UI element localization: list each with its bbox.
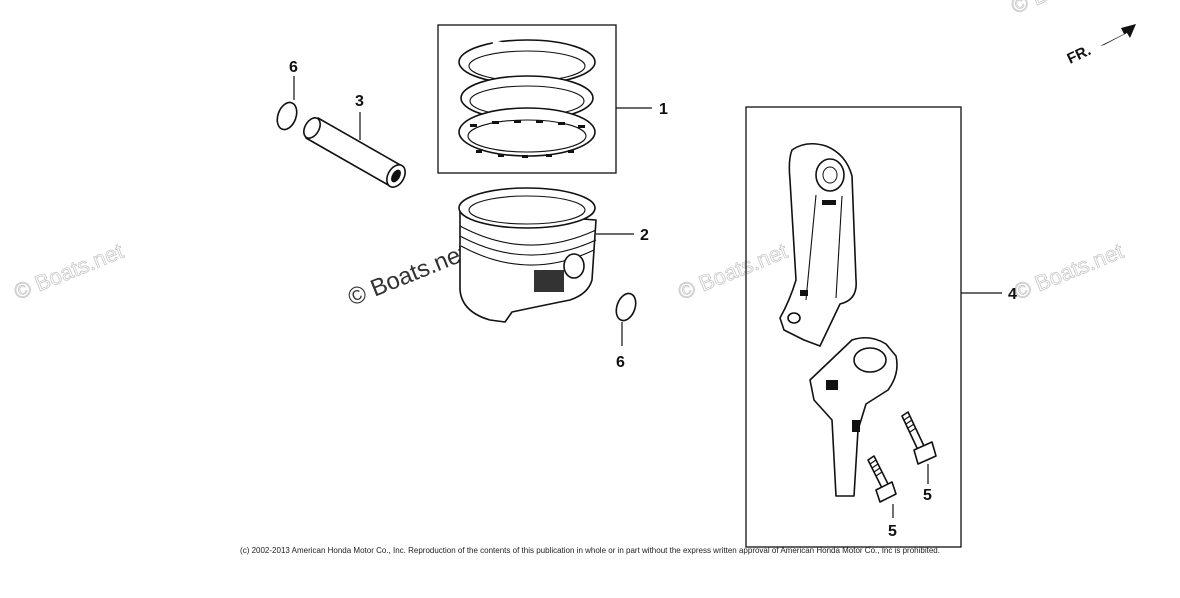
watermark-center-right: © Boats.net [675,238,791,304]
fr-label: FR. [1065,42,1094,68]
rod-assembly-box [745,106,962,548]
watermark-far-right: © Boats.net [1008,0,1124,19]
callout-6-top: 6 [289,59,298,76]
rod-bolt-right[interactable] [901,411,937,484]
callout-5-left: 5 [888,523,897,540]
piston-ring-set[interactable] [437,24,652,174]
connecting-rod [779,142,857,347]
callout-5-right: 5 [923,487,932,504]
rod-bolt-left[interactable] [867,455,897,518]
arrow-right-up-icon [1100,24,1136,46]
copyright-notice: (c) 2002-2013 American Honda Motor Co., … [240,546,940,555]
callout-4: 4 [1008,286,1017,303]
oil-ring [458,107,596,157]
piston-pin-boss [534,253,585,292]
pin-clip-bottom[interactable] [613,291,639,346]
callout-3: 3 [355,93,364,110]
callout-1: 1 [659,101,668,118]
piston-crown [458,187,596,229]
piston-pin[interactable] [300,112,408,190]
piston-skirt [459,209,597,323]
callout-2: 2 [640,227,649,244]
connecting-rod-assembly[interactable] [745,106,1002,548]
ring-set-box [437,24,617,174]
callout-labels: 1 2 3 4 5 5 6 6 [289,59,1017,540]
watermark-right: © Boats.net [1011,238,1127,304]
pin-clip-top[interactable] [274,76,300,132]
rod-cap [809,336,898,497]
piston[interactable] [458,187,634,323]
watermark-center: © Boats.net [344,239,471,311]
watermark-left: © Boats.net [11,238,127,304]
callout-6-bottom: 6 [616,354,625,371]
front-direction-indicator: FR. [1065,24,1136,68]
